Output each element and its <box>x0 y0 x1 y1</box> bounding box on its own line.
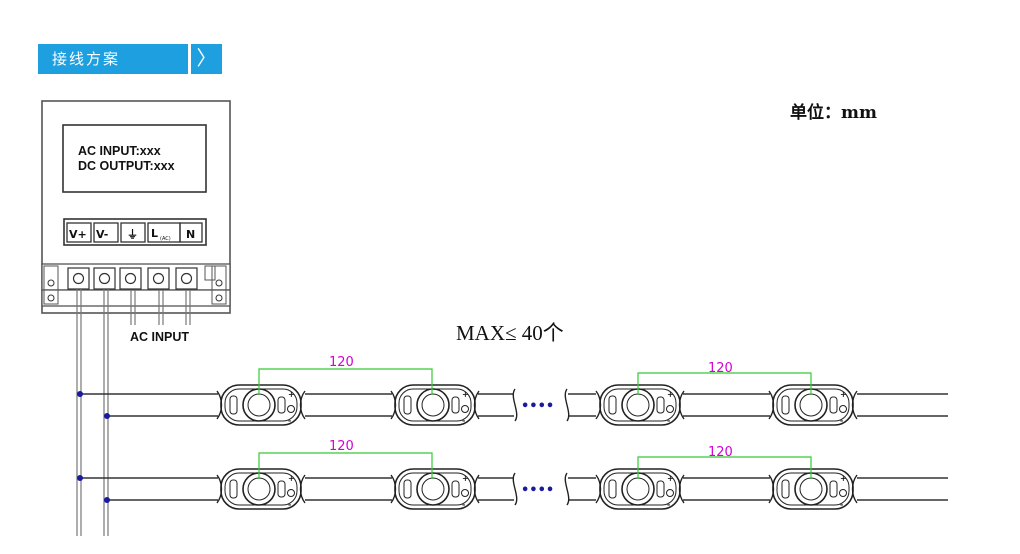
terminal-l-sub: (AC) <box>160 236 171 242</box>
dim-label: 120 <box>708 445 733 460</box>
led-string-1: •••• 120 120 <box>77 355 948 426</box>
ac-input-label: AC INPUT <box>130 330 189 344</box>
led-string-2: •••• 120 120 <box>77 439 948 510</box>
ground-icon: ⏚ <box>127 228 138 241</box>
ellipsis-1: •••• <box>521 399 554 414</box>
unit-label: 单位：mm <box>790 103 877 123</box>
terminal-l: L <box>151 227 158 240</box>
dim-label: 120 <box>708 361 733 376</box>
section-header: 接线方案 〉 <box>38 44 222 74</box>
terminal-n: N <box>186 228 195 241</box>
chevron-right-icon[interactable]: 〉 <box>191 44 222 74</box>
psu-label-2: DC OUTPUT:xxx <box>78 159 175 173</box>
power-supply: AC INPUT:xxx DC OUTPUT:xxx V+ V- ⏚ L (AC… <box>41 100 231 314</box>
terminal-vminus: V- <box>96 228 108 241</box>
max-label: MAX≤ 40个 <box>456 321 564 345</box>
dim-label: 120 <box>329 355 354 370</box>
psu-label-1: AC INPUT:xxx <box>78 144 161 158</box>
terminal-vplus: V+ <box>69 228 87 241</box>
section-title: 接线方案 <box>38 44 188 74</box>
dc-wires <box>76 288 109 536</box>
ellipsis-2: •••• <box>521 483 554 498</box>
dim-label: 120 <box>329 439 354 454</box>
ac-wires <box>130 290 191 325</box>
